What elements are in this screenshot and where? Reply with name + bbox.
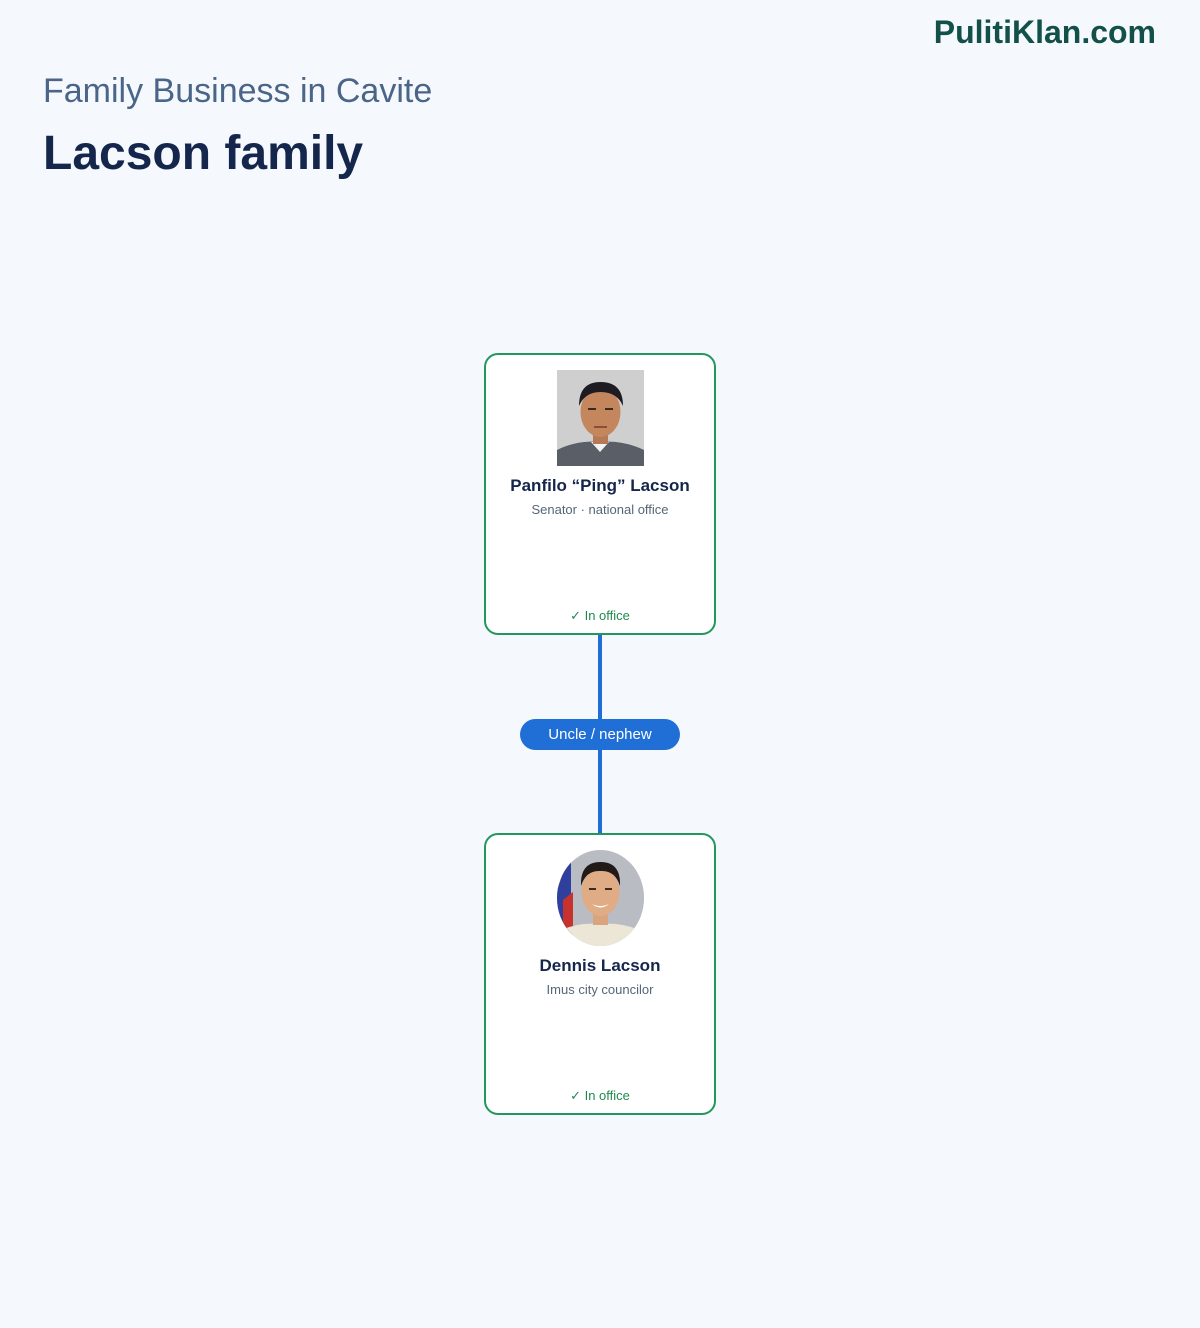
member-name: Dennis Lacson bbox=[539, 956, 661, 975]
page-subtitle: Family Business in Cavite bbox=[43, 72, 433, 110]
member-name: Panfilo “Ping” Lacson bbox=[510, 476, 690, 495]
site-brand[interactable]: PulitiKlan.com bbox=[933, 14, 1156, 50]
member-card-dennis-lacson[interactable]: Dennis Lacson Imus city councilor ✓ In o… bbox=[484, 833, 716, 1115]
member-role: Senator · national office bbox=[531, 502, 669, 517]
status-badge: ✓ In office bbox=[570, 608, 630, 623]
member-role: Imus city councilor bbox=[546, 982, 654, 997]
member-photo bbox=[556, 850, 644, 946]
status-badge: ✓ In office bbox=[570, 1088, 630, 1103]
relation-badge: Uncle / nephew bbox=[520, 719, 680, 750]
connector-line-top bbox=[598, 634, 602, 722]
portrait-image bbox=[556, 850, 644, 946]
member-photo bbox=[556, 370, 644, 466]
portrait-image bbox=[556, 370, 644, 466]
connector-line-bottom bbox=[598, 748, 602, 836]
member-card-panfilo-lacson[interactable]: Panfilo “Ping” Lacson Senator · national… bbox=[484, 353, 716, 635]
page-title: Lacson family bbox=[43, 127, 364, 180]
